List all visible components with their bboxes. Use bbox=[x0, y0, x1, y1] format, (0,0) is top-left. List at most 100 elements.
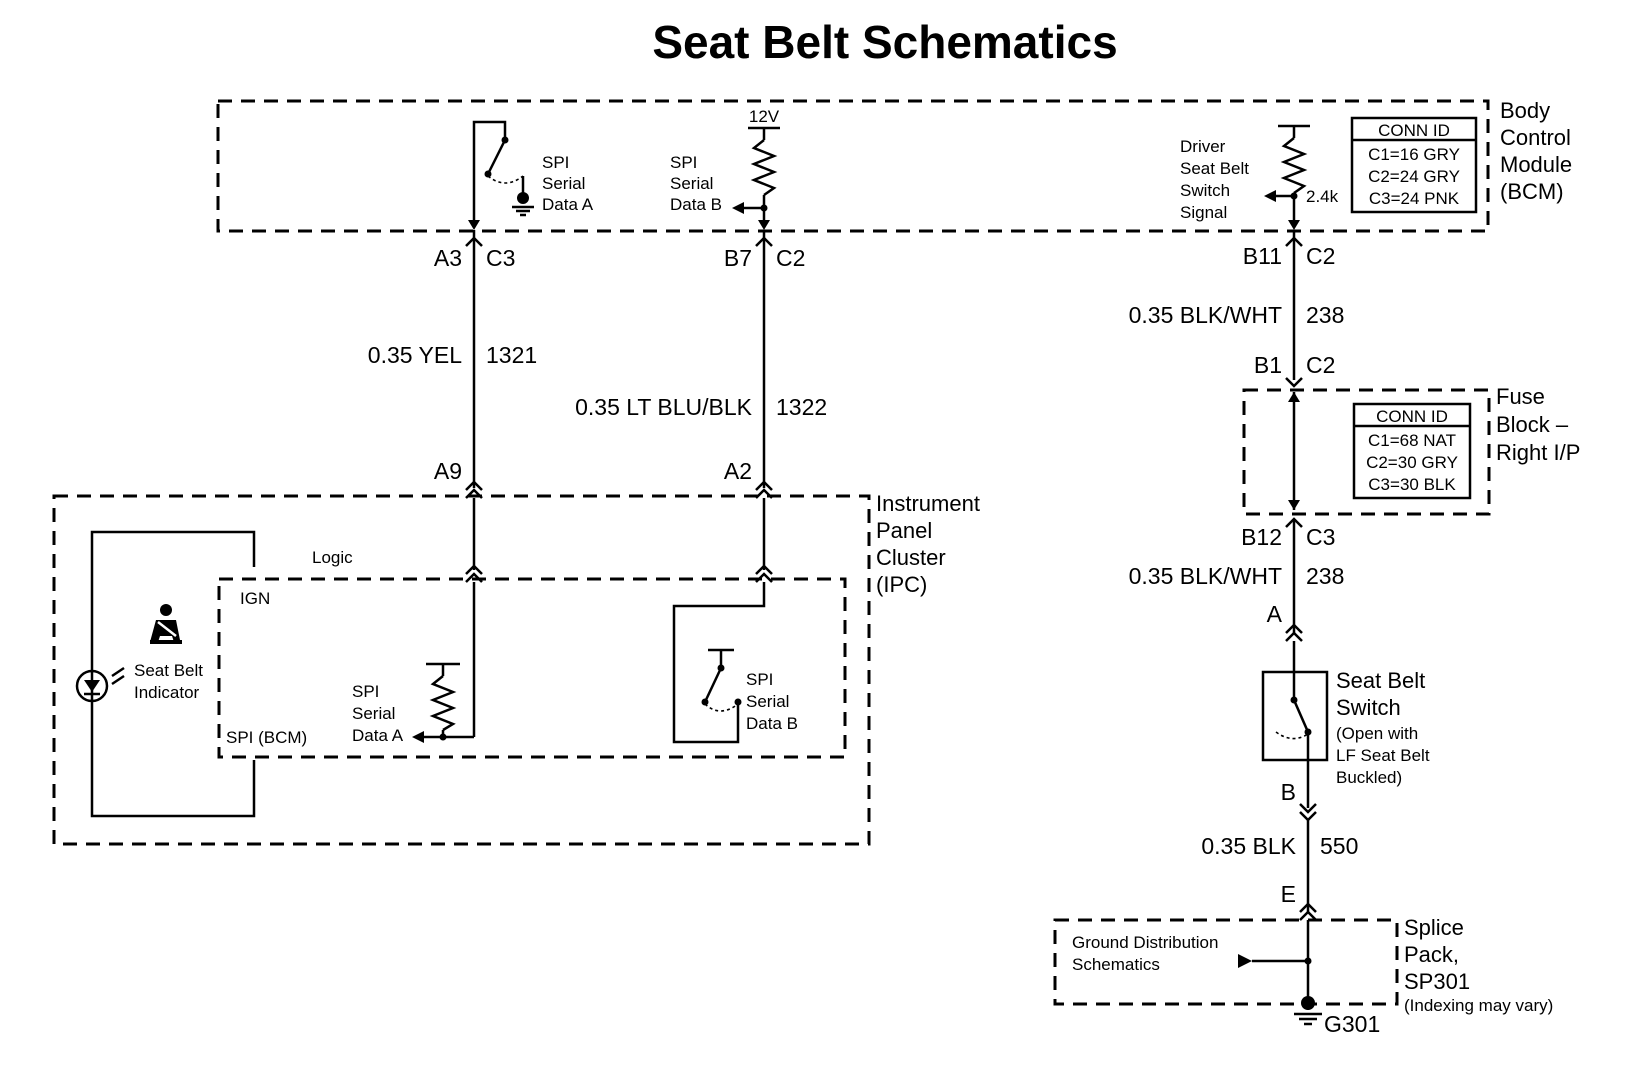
seat-belt-indicator-bulb-icon bbox=[75, 530, 256, 818]
ipc-spi-a-3: Data A bbox=[352, 726, 404, 745]
splice-name-2: Pack, bbox=[1404, 942, 1459, 967]
ground-distribution-1: Ground Distribution bbox=[1072, 933, 1218, 952]
bcm-box bbox=[216, 99, 1490, 233]
ipc-spi-bcm-label: SPI (BCM) bbox=[226, 728, 307, 747]
ground-label: G301 bbox=[1324, 1011, 1380, 1037]
conn-c2-fuse: C2 bbox=[1306, 352, 1335, 378]
bcm-spi-a-3: Data A bbox=[542, 195, 594, 214]
ipc-name-1: Instrument bbox=[876, 491, 980, 516]
bcm-voltage: 12V bbox=[749, 107, 780, 126]
fuse-conn-id-table bbox=[1352, 402, 1472, 500]
pin-a3: A3 bbox=[434, 245, 462, 271]
splice-note: (Indexing may vary) bbox=[1404, 996, 1553, 1015]
bcm-name-1: Body bbox=[1500, 98, 1550, 123]
bcm-spi-b-1: SPI bbox=[670, 153, 697, 172]
bcm-pullup-b-icon bbox=[732, 126, 780, 230]
conn-c2-bcm: C2 bbox=[1306, 243, 1335, 269]
ipc-box bbox=[52, 494, 871, 846]
wire-color-550: 0.35 BLK bbox=[1201, 833, 1296, 859]
pin-splice-e: E bbox=[1281, 881, 1296, 907]
splice-name-1: Splice bbox=[1404, 915, 1464, 940]
wire-1322 bbox=[755, 230, 773, 499]
pin-b11: B11 bbox=[1243, 243, 1282, 269]
bcm-driver-pullup-icon bbox=[1264, 124, 1310, 230]
bcm-spi-a-1: SPI bbox=[542, 153, 569, 172]
bcm-conn-id-row-2: C2=24 GRY bbox=[1368, 167, 1460, 186]
conn-c3-fuse: C3 bbox=[1306, 524, 1335, 550]
ipc-spi-b-3: Data B bbox=[746, 714, 798, 733]
bcm-spi-b-2: Serial bbox=[670, 174, 713, 193]
seat-belt-switch-note-2: LF Seat Belt bbox=[1336, 746, 1430, 765]
ipc-logic-label: Logic bbox=[312, 548, 353, 567]
ipc-logic-box bbox=[217, 577, 847, 759]
wire-color-1322: 0.35 LT BLU/BLK bbox=[575, 394, 753, 420]
page-title: Seat Belt Schematics bbox=[652, 16, 1117, 68]
ipc-name-2: Panel bbox=[876, 518, 932, 543]
driver-signal-4: Signal bbox=[1180, 203, 1227, 222]
pin-a2: A2 bbox=[724, 458, 752, 484]
wire-1321 bbox=[465, 230, 483, 499]
seat-belt-person-icon bbox=[150, 604, 182, 644]
indicator-label-2: Indicator bbox=[134, 683, 200, 702]
pin-b12: B12 bbox=[1241, 524, 1282, 550]
ipc-name-4: (IPC) bbox=[876, 572, 927, 597]
conn-c3-a: C3 bbox=[486, 245, 515, 271]
splice-pack-box bbox=[1053, 918, 1399, 1006]
pin-switch-a: A bbox=[1267, 601, 1283, 627]
pin-b7: B7 bbox=[724, 245, 752, 271]
bcm-name-3: Module bbox=[1500, 152, 1572, 177]
fuse-block-box bbox=[1242, 388, 1491, 516]
indicator-label-1: Seat Belt bbox=[134, 661, 203, 680]
ipc-spi-a-1: SPI bbox=[352, 682, 379, 701]
seat-belt-switch-note-1: (Open with bbox=[1336, 724, 1418, 743]
bcm-name-4: (BCM) bbox=[1500, 179, 1564, 204]
ipc-ign-label: IGN bbox=[240, 589, 270, 608]
circuit-550: 550 bbox=[1320, 833, 1358, 859]
driver-signal-1: Driver bbox=[1180, 137, 1226, 156]
bcm-conn-id-row-3: C3=24 PNK bbox=[1369, 189, 1460, 208]
circuit-1322: 1322 bbox=[776, 394, 827, 420]
fuse-block-name-1: Fuse bbox=[1496, 384, 1545, 409]
driver-signal-2: Seat Belt bbox=[1180, 159, 1249, 178]
seat-belt-switch-icon bbox=[1261, 670, 1329, 762]
bcm-resistor-label: 2.4k bbox=[1306, 187, 1339, 206]
wire-color-1321: 0.35 YEL bbox=[368, 342, 462, 368]
ipc-spi-b-2: Serial bbox=[746, 692, 789, 711]
fuse-conn-id-row-2: C2=30 GRY bbox=[1366, 453, 1458, 472]
pin-b1: B1 bbox=[1254, 352, 1282, 378]
ipc-internal-wires bbox=[465, 498, 773, 744]
fuse-conn-id-row-1: C1=68 NAT bbox=[1368, 431, 1456, 450]
bcm-spi-a-2: Serial bbox=[542, 174, 585, 193]
fuse-block-name-3: Right I/P bbox=[1496, 440, 1580, 465]
ipc-spi-b-1: SPI bbox=[746, 670, 773, 689]
ipc-spi-a-2: Serial bbox=[352, 704, 395, 723]
wire-238 bbox=[1285, 230, 1303, 672]
circuit-238-a: 238 bbox=[1306, 302, 1344, 328]
bcm-name-2: Control bbox=[1500, 125, 1571, 150]
bcm-switch-a-icon bbox=[468, 120, 534, 230]
fuse-conn-id-header: CONN ID bbox=[1376, 407, 1448, 426]
fuse-block-name-2: Block – bbox=[1496, 412, 1569, 437]
pin-switch-b: B bbox=[1281, 779, 1296, 805]
bcm-conn-id-table bbox=[1350, 116, 1478, 214]
splice-name-3: SP301 bbox=[1404, 969, 1470, 994]
circuit-238-b: 238 bbox=[1306, 563, 1344, 589]
bcm-conn-id-header: CONN ID bbox=[1378, 121, 1450, 140]
ipc-switch-b-icon bbox=[701, 648, 742, 712]
circuit-1321: 1321 bbox=[486, 342, 537, 368]
fuse-conn-id-row-3: C3=30 BLK bbox=[1368, 475, 1456, 494]
wire-color-238-a: 0.35 BLK/WHT bbox=[1129, 302, 1282, 328]
seat-belt-switch-note-3: Buckled) bbox=[1336, 768, 1402, 787]
seat-belt-switch-name-2: Switch bbox=[1336, 695, 1401, 720]
conn-c2-b: C2 bbox=[776, 245, 805, 271]
ipc-pullup-a-icon bbox=[412, 662, 474, 743]
bcm-conn-id-row-1: C1=16 GRY bbox=[1368, 145, 1460, 164]
ground-distribution-2: Schematics bbox=[1072, 955, 1160, 974]
seat-belt-switch-name-1: Seat Belt bbox=[1336, 668, 1425, 693]
wire-color-238-b: 0.35 BLK/WHT bbox=[1129, 563, 1282, 589]
ipc-name-3: Cluster bbox=[876, 545, 946, 570]
ground-distribution-arrow-icon bbox=[1238, 954, 1312, 968]
ground-g301-icon bbox=[1294, 996, 1322, 1026]
bcm-spi-b-3: Data B bbox=[670, 195, 722, 214]
